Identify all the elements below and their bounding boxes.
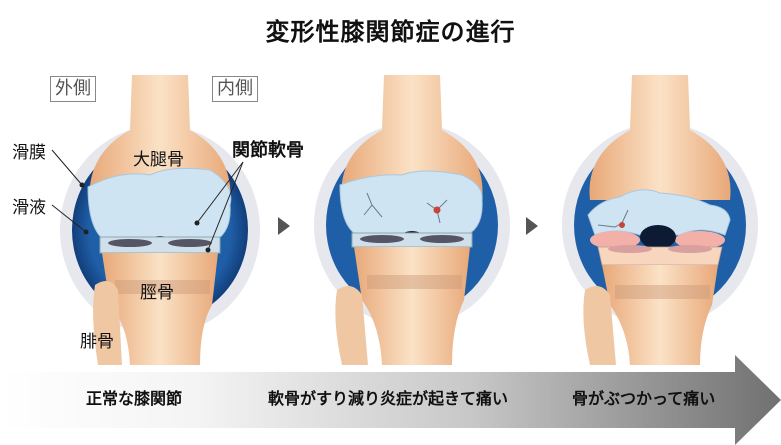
stage-caption-bone-on-bone: 骨がぶつかって痛い <box>572 389 716 408</box>
page-title: 変形性膝関節症の進行 <box>265 18 516 46</box>
lateral-side-label: 外側 <box>50 76 96 102</box>
articular-cartilage-label: 関節軟骨 <box>232 140 304 161</box>
progression-arrow <box>0 355 781 445</box>
stage-marker-arrow-1 <box>278 217 290 235</box>
femur-label: 大腿骨 <box>133 150 184 170</box>
knee-bone-on-bone-illustration <box>562 75 758 365</box>
tibia-label: 脛骨 <box>140 283 174 303</box>
stage-caption-normal: 正常な膝関節 <box>86 389 183 408</box>
medial-side-label: 内側 <box>212 76 258 102</box>
stage-caption-worn: 軟骨がすり減り炎症が起きて痛い <box>268 389 509 408</box>
stage-marker-arrow-2 <box>526 217 538 235</box>
synovial-fluid-label: 滑液 <box>12 198 46 218</box>
synovium-label: 滑膜 <box>12 143 46 163</box>
knee-normal-illustration <box>60 75 260 365</box>
knee-worn-cartilage-illustration <box>314 75 510 365</box>
fibula-label: 腓骨 <box>80 332 114 352</box>
